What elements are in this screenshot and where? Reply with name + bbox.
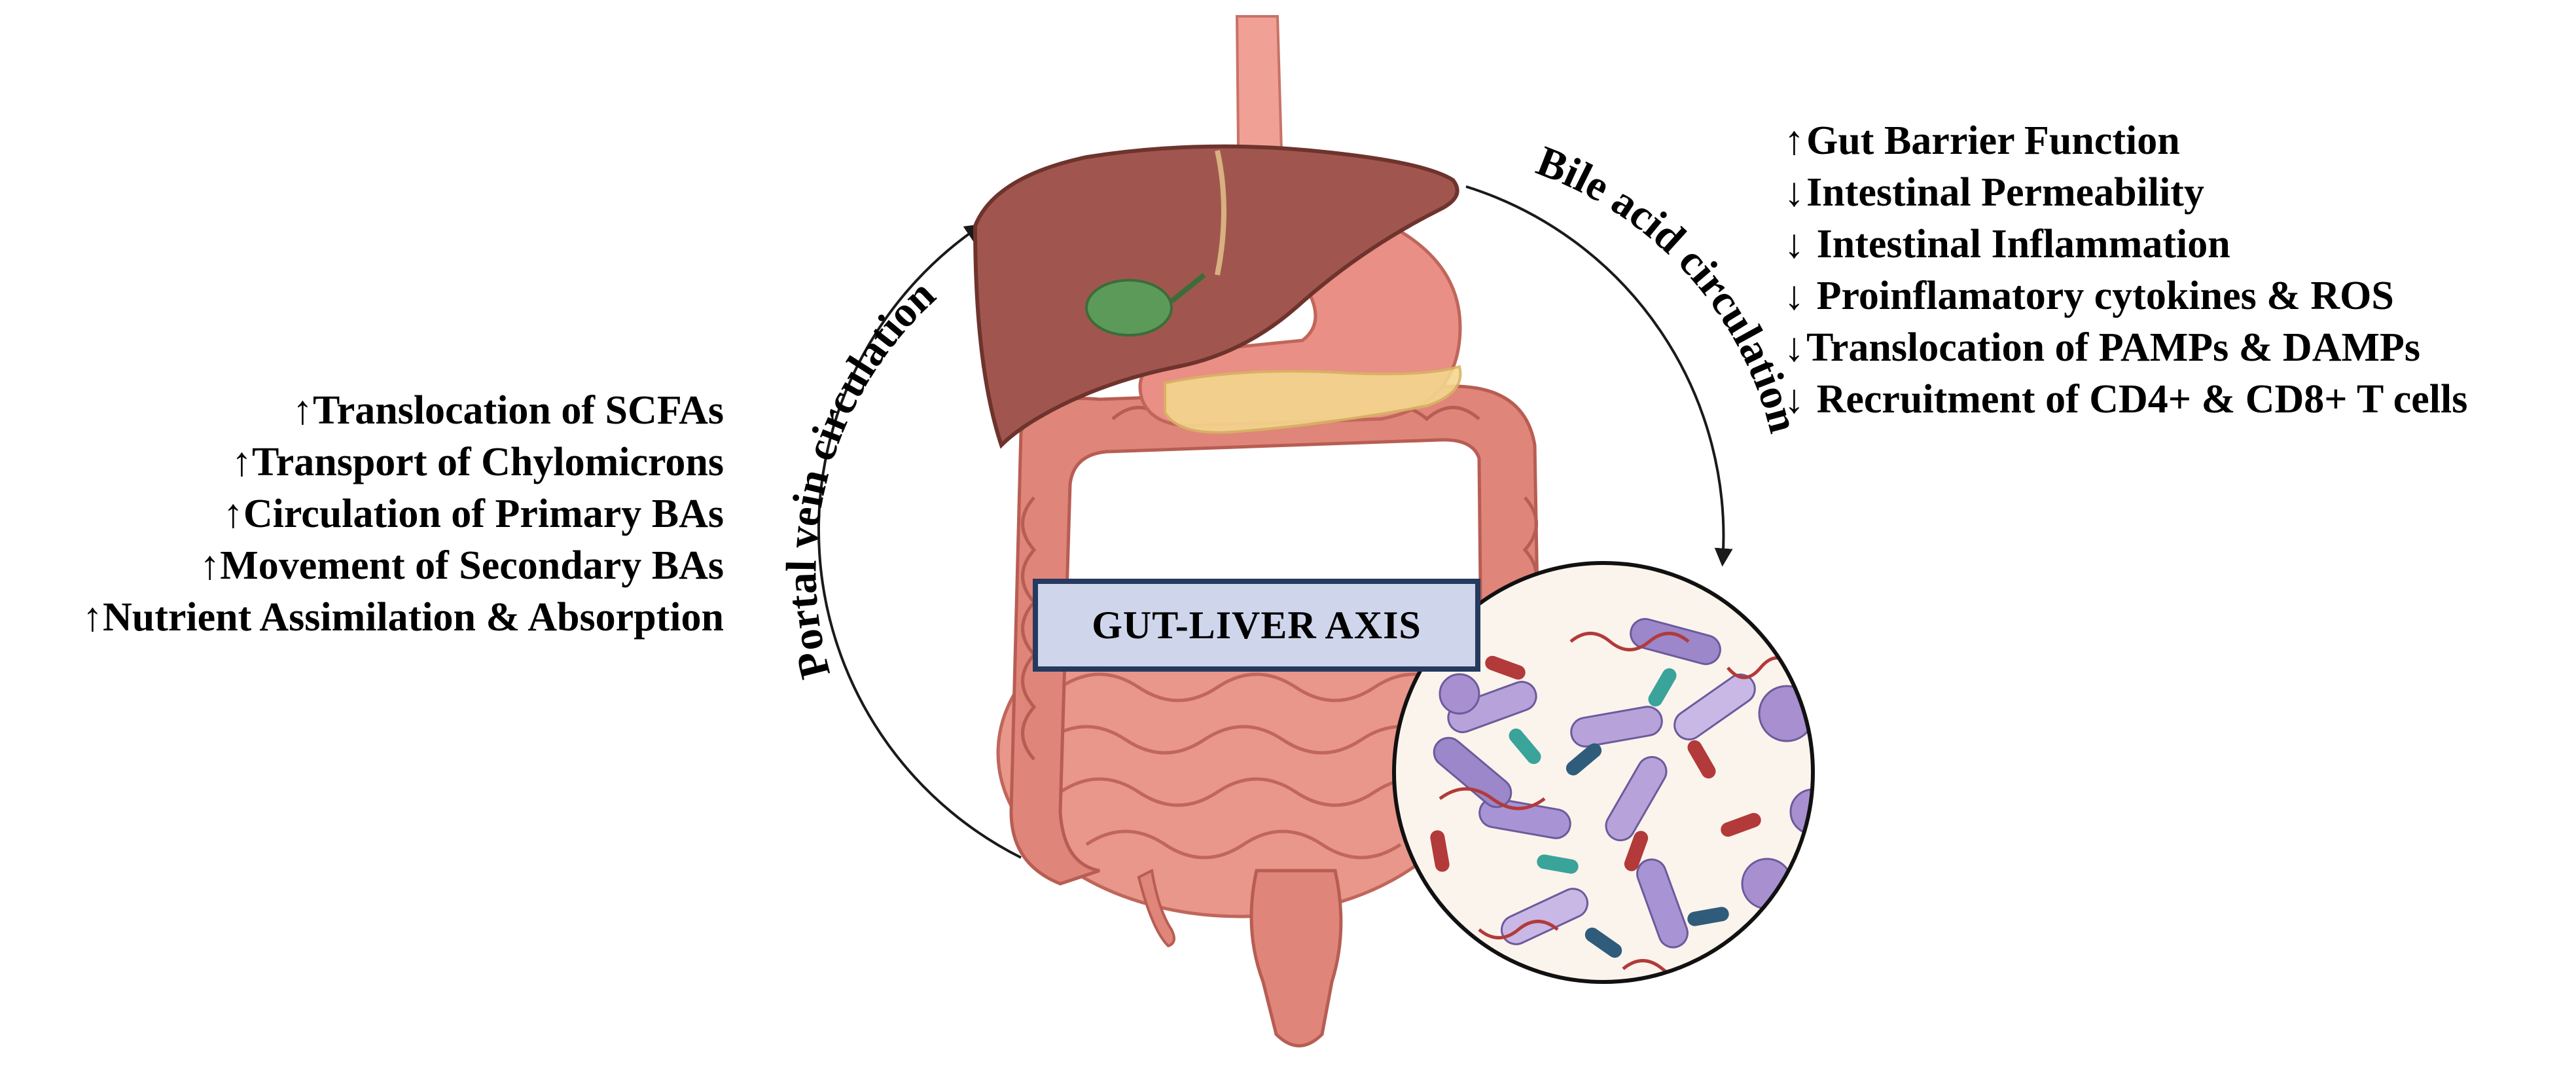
rod-bacterium [1447, 681, 1537, 733]
gut-liver-axis-box: GUT-LIVER AXIS [1033, 579, 1480, 672]
down-arrow-icon: ↓ [1784, 325, 1804, 370]
bile-acid-effects-list: ↑Gut Barrier Function↓Intestinal Permeab… [1784, 115, 2467, 426]
short-bacterium [1687, 740, 1716, 779]
bile-effect-item: ↑Gut Barrier Function [1784, 115, 2467, 167]
portal-effect-item: ↑Circulation of Primary BAs [80, 488, 724, 540]
spiral-bacterium [1569, 632, 1690, 651]
short-bacterium [1721, 812, 1761, 837]
short-bacterium [1430, 830, 1450, 872]
bile-effect-item-text: Intestinal Permeability [1806, 170, 2204, 215]
up-arrow-icon: ↑ [292, 388, 313, 433]
rod-bacterium [1630, 618, 1721, 665]
rod-bacterium [1433, 736, 1512, 808]
portal-vein-label: Portal vein circulation [778, 270, 944, 683]
gut-microbiome-lens [1392, 561, 1815, 984]
portal-effect-item-text: Movement of Secondary BAs [220, 543, 724, 588]
bile-effect-item-text: Gut Barrier Function [1806, 118, 2180, 163]
liver-ligament [1215, 150, 1226, 276]
short-bacterium [1509, 728, 1541, 765]
portal-effect-item-text: Transport of Chylomicrons [251, 440, 724, 484]
portal-effect-item: ↑Transport of Chylomicrons [80, 437, 724, 488]
bile-effect-item: ↓ Intestinal Inflammation [1784, 219, 2467, 270]
portal-effect-item: ↑Movement of Secondary BAs [80, 540, 724, 592]
appendix [1137, 869, 1175, 948]
pancreas [1164, 365, 1462, 434]
bacteria-cluster [1430, 618, 1813, 979]
portal-vein-effects-list: ↑Translocation of SCFAs↑Transport of Chy… [80, 385, 724, 644]
bile-effect-item-text: Intestinal Inflammation [1806, 222, 2230, 266]
short-bacterium [1584, 927, 1622, 958]
rod-bacterium [1605, 755, 1668, 842]
rod-bacterium [1478, 797, 1571, 839]
gut-liver-axis-label: GUT-LIVER AXIS [1092, 603, 1422, 647]
spiral-bacterium [1478, 920, 1559, 939]
bile-effect-item: ↓ Proinflamatory cytokines & ROS [1784, 270, 2467, 322]
short-bacterium [1624, 831, 1649, 871]
portal-vein-arrow [817, 223, 1022, 859]
portal-effect-item: ↑Translocation of SCFAs [80, 385, 724, 437]
bile-effect-item: ↓Translocation of PAMPs & DAMPs [1784, 322, 2467, 374]
rod-bacterium [1636, 858, 1689, 949]
rod-bacterium [1570, 706, 1663, 748]
short-bacterium [1485, 655, 1526, 680]
portal-effect-item-text: Nutrient Assimilation & Absorption [102, 595, 724, 640]
down-arrow-icon: ↓ [1784, 222, 1804, 266]
liver [973, 144, 1459, 449]
rod-bacterium [1673, 673, 1756, 741]
up-arrow-icon: ↑ [1784, 118, 1804, 163]
up-arrow-icon: ↑ [231, 440, 252, 484]
rectum [1249, 869, 1343, 1047]
up-arrow-icon: ↑ [82, 595, 103, 640]
down-arrow-icon: ↓ [1784, 274, 1804, 318]
portal-effect-item-text: Translocation of SCFAs [312, 388, 724, 433]
up-arrow-icon: ↑ [200, 543, 221, 588]
down-arrow-icon: ↓ [1784, 377, 1804, 422]
bile-effect-item-text: Translocation of PAMPs & DAMPs [1806, 325, 2420, 370]
gallbladder [1085, 279, 1173, 336]
short-bacterium [1687, 907, 1729, 926]
coccus-bacterium [1789, 788, 1813, 835]
spiral-bacterium [1439, 787, 1546, 810]
down-arrow-icon: ↓ [1784, 170, 1804, 215]
portal-effect-item-text: Circulation of Primary BAs [243, 492, 724, 536]
bile-acid-arrow [1465, 185, 1733, 567]
bile-effect-item-text: Proinflamatory cytokines & ROS [1806, 274, 2394, 318]
portal-effect-item: ↑Nutrient Assimilation & Absorption [80, 592, 724, 644]
bile-effect-item-text: Recruitment of CD4+ & CD8+ T cells [1806, 377, 2468, 422]
bile-acid-label: Bile acid circulation [1530, 137, 1808, 437]
bile-effect-item: ↓ Recruitment of CD4+ & CD8+ T cells [1784, 374, 2467, 426]
short-bacterium [1565, 743, 1602, 776]
short-bacterium [1537, 854, 1579, 874]
bile-effect-item: ↓Intestinal Permeability [1784, 167, 2467, 219]
coccus-bacterium [1439, 673, 1480, 715]
short-bacterium [1648, 668, 1677, 707]
up-arrow-icon: ↑ [223, 492, 243, 536]
